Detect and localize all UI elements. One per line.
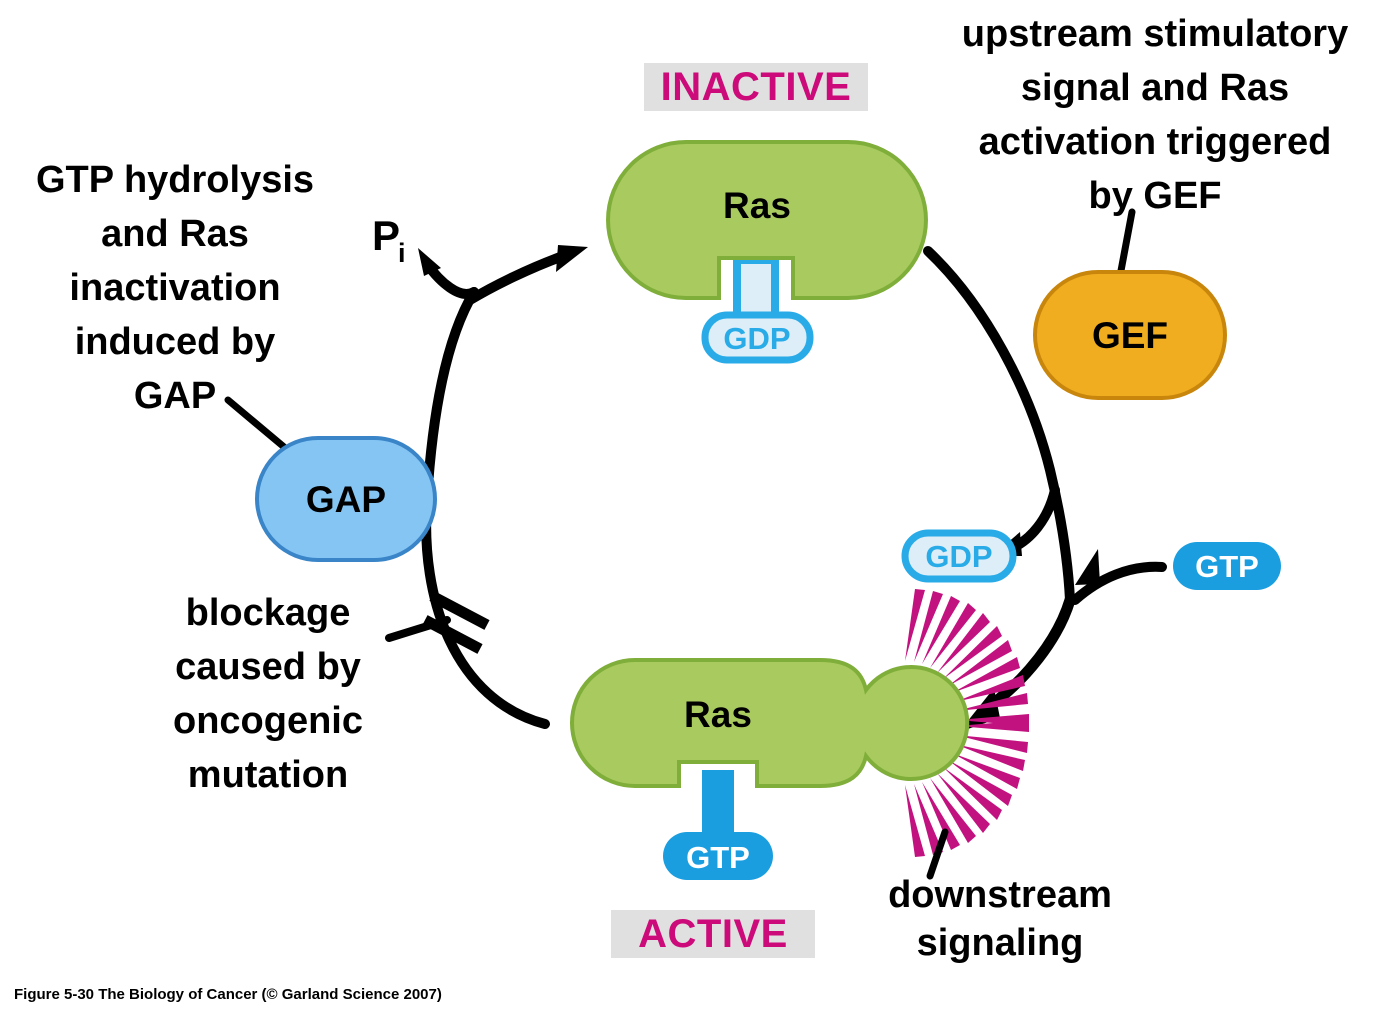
hydrolysis-arc-path xyxy=(421,287,550,729)
annotation-blockage-line-1: caused by xyxy=(175,646,361,688)
ras-active-body xyxy=(570,658,970,788)
nucleotide-gtp-bound: GTP xyxy=(663,760,773,880)
annotation-upstream-line-0: upstream stimulatory xyxy=(962,13,1348,55)
free-gdp-label: GDP xyxy=(925,539,992,574)
ras-inactive-node[interactable]: INACTIVE GDP Ras xyxy=(606,63,928,364)
annotation-gtp-hydrolysis-line-1: and Ras xyxy=(101,213,249,255)
annotation-upstream-signal: upstream stimulatory signal and Ras acti… xyxy=(962,13,1348,217)
ras-inactive-body xyxy=(606,140,928,300)
activation-arc-path xyxy=(923,246,1075,605)
annotation-gtp-hydrolysis: GTP hydrolysis and Ras inactivation indu… xyxy=(36,159,314,417)
blockage-leader-line xyxy=(385,616,451,642)
annotation-downstream-line-0: downstream xyxy=(888,874,1112,916)
annotation-downstream-line-1: signaling xyxy=(917,922,1084,964)
gtp-tag-pill xyxy=(663,832,773,880)
nucleotide-gtp-free: GTP xyxy=(1173,542,1281,590)
to-inactive-ras-arrow-path xyxy=(465,251,568,305)
annotation-blockage-line-3: mutation xyxy=(188,754,348,796)
to-active-ras-arrow-path xyxy=(984,594,1076,712)
state-label-active: ACTIVE xyxy=(638,912,788,956)
phosphate-symbol: P xyxy=(372,212,400,259)
gdp-tag-label: GDP xyxy=(723,321,790,356)
to-inactive-ras-arrowhead xyxy=(556,245,588,272)
gef-pill xyxy=(1033,270,1227,400)
gef-node[interactable]: GEF xyxy=(1033,208,1227,400)
gef-leader-line xyxy=(1116,208,1136,280)
gap-pill xyxy=(255,436,437,562)
gtp-entry-arrow-path xyxy=(1070,561,1167,605)
gap-leader-line xyxy=(224,396,294,456)
ras-inactive-label: Ras xyxy=(723,185,791,226)
annotation-gtp-hydrolysis-line-4: GAP xyxy=(134,375,216,417)
annotation-upstream-line-2: activation triggered xyxy=(979,121,1332,163)
gef-label: GEF xyxy=(1092,315,1168,356)
ras-active-node[interactable]: GTP Ras ACTIVE xyxy=(570,658,970,958)
phosphate-release-arrowhead xyxy=(418,248,441,276)
annotation-blockage-line-0: blockage xyxy=(186,592,351,634)
blockage-hash-1 xyxy=(429,591,490,630)
hydrolysis-arc-group xyxy=(418,245,588,729)
inorganic-phosphate-label: P i xyxy=(372,212,406,268)
annotation-gtp-hydrolysis-line-2: inactivation xyxy=(69,267,280,309)
nucleotide-gdp-bound: GDP xyxy=(701,256,814,364)
annotation-gtp-hydrolysis-line-0: GTP hydrolysis xyxy=(36,159,314,201)
annotation-downstream-signaling: downstream signaling xyxy=(888,828,1112,964)
phosphate-subscript: i xyxy=(398,238,406,268)
ras-active-label: Ras xyxy=(684,694,752,735)
state-band-active xyxy=(611,910,815,958)
nucleotide-gdp-free: GDP xyxy=(901,529,1017,583)
free-gdp-pill xyxy=(901,529,1017,583)
gtp-tag-label: GTP xyxy=(686,840,750,875)
downstream-leader-line xyxy=(926,828,949,880)
annotation-blockage-line-2: oncogenic xyxy=(173,700,363,742)
blockage-marker xyxy=(385,591,490,654)
gdp-tag-pill xyxy=(701,311,814,364)
gap-node[interactable]: GAP xyxy=(224,396,437,562)
state-band-inactive xyxy=(644,63,868,111)
figure-caption: Figure 5-30 The Biology of Cancer (© Gar… xyxy=(14,986,442,1003)
annotation-blockage: blockage caused by oncogenic mutation xyxy=(173,592,363,796)
downstream-signal-starburst xyxy=(905,589,1029,857)
gap-label: GAP xyxy=(306,479,386,520)
gtp-entry-arrowhead xyxy=(1075,549,1100,585)
free-gtp-label: GTP xyxy=(1195,549,1259,584)
free-gtp-pill xyxy=(1173,542,1281,590)
annotation-upstream-line-1: signal and Ras xyxy=(1021,67,1289,109)
annotation-gtp-hydrolysis-line-3: induced by xyxy=(75,321,276,363)
annotation-upstream-line-3: by GEF xyxy=(1088,175,1221,217)
state-label-inactive: INACTIVE xyxy=(661,65,852,109)
